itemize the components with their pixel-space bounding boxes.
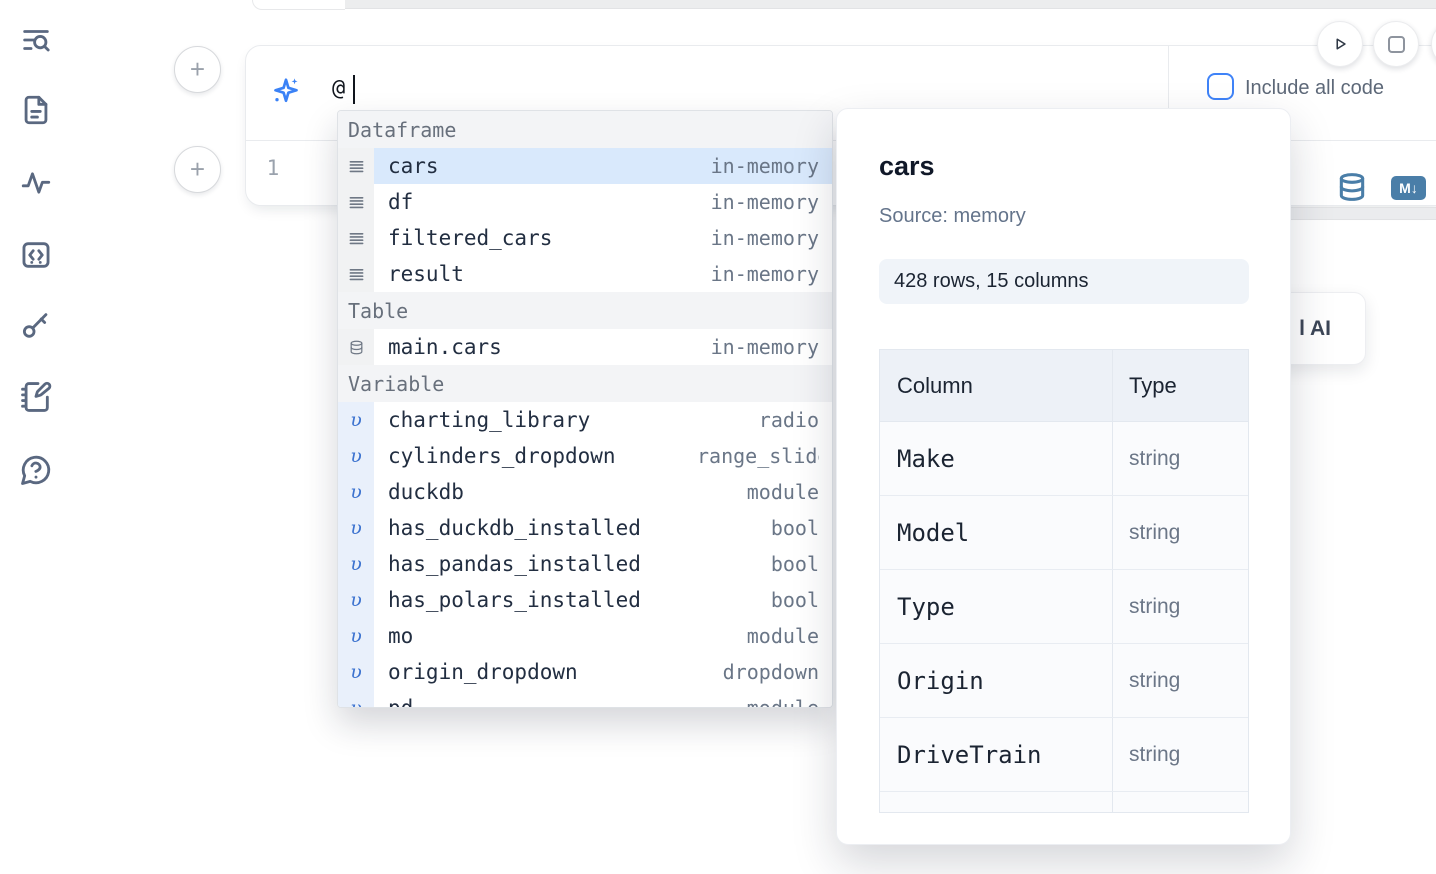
schema-header-type: Type [1129,372,1177,398]
variable-icon: υ [338,690,374,707]
line-number: 1 [266,156,280,180]
autocomplete-item-mo[interactable]: υ mo module [338,618,832,654]
add-cell-button-top[interactable]: + [174,46,221,93]
autocomplete-item-cylinders-dropdown[interactable]: υ cylinders_dropdown range_slider [338,438,832,474]
preview-source: Source: memory [879,205,1026,227]
previous-cell-console-strip [345,0,1436,9]
autocomplete-item-has-pandas-installed[interactable]: υ has_pandas_installed bool [338,546,832,582]
autocomplete-item-duckdb[interactable]: υ duckdb module [338,474,832,510]
rows-icon [338,256,374,292]
rows-icon [338,220,374,256]
variable-icon: υ [338,618,374,654]
include-all-code-label: Include all code [1245,77,1384,99]
add-cell-button-bottom[interactable]: + [174,146,221,193]
section-header-dataframe: Dataframe [338,111,832,148]
sparkles-icon [274,78,298,103]
schema-header-row: Column Type [880,350,1248,422]
variable-icon: υ [338,510,374,546]
generate-with-ai-label: l AI [1299,316,1331,340]
section-header-table: Table [338,292,832,329]
variable-icon: υ [338,654,374,690]
schema-row-drivetrain: DriveTrain string [880,718,1248,792]
help-bubble-icon[interactable] [19,453,53,487]
play-icon [1336,38,1346,50]
autocomplete-dropdown: Dataframe cars in-memory df in-memory fi… [337,110,833,708]
previous-cell-bottom-fragment [252,0,345,10]
shape-badge: 428 rows, 15 columns [879,259,1249,304]
autocomplete-item-charting-library[interactable]: υ charting_library radio [338,402,832,438]
schema-header-column: Column [880,350,1113,421]
schema-table: Column Type Make string Model string Typ… [879,349,1249,813]
variable-icon: υ [338,474,374,510]
rows-icon [338,184,374,220]
variable-icon: υ [338,438,374,474]
run-cell-button[interactable] [1317,21,1363,67]
autocomplete-item-has-polars-installed[interactable]: υ has_polars_installed bool [338,582,832,618]
ai-prompt-input[interactable]: @ [332,76,346,101]
autocomplete-item-has-duckdb-installed[interactable]: υ has_duckdb_installed bool [338,510,832,546]
schema-row-type: Type string [880,570,1248,644]
markdown-icon[interactable]: M↓ [1391,176,1426,200]
include-all-code-checkbox[interactable] [1207,73,1234,100]
autocomplete-item-partial[interactable]: υ pd module [338,690,832,707]
autocomplete-item-filtered-cars[interactable]: filtered_cars in-memory [338,220,832,256]
schema-row-origin: Origin string [880,644,1248,718]
stop-icon [1387,35,1405,53]
file-text-icon[interactable] [19,93,53,127]
autocomplete-item-main-cars[interactable]: main.cars in-memory [338,329,832,365]
schema-row-model: Model string [880,496,1248,570]
database-icon [338,329,374,365]
schema-row-partial [880,792,1248,812]
text-cursor [353,75,355,104]
activity-icon[interactable] [19,166,53,200]
code-snippets-icon[interactable] [19,238,53,272]
schema-row-make: Make string [880,422,1248,496]
variable-icon: υ [338,582,374,618]
autocomplete-item-cars[interactable]: cars in-memory [338,148,832,184]
variable-icon: υ [338,546,374,582]
key-icon[interactable] [19,308,53,342]
stop-button[interactable] [1373,21,1419,67]
dataframe-preview-panel: cars Source: memory 428 rows, 15 columns… [836,108,1291,845]
preview-title: cars [879,151,935,181]
autocomplete-item-result[interactable]: result in-memory [338,256,832,292]
autocomplete-item-df[interactable]: df in-memory [338,184,832,220]
datasource-icon[interactable] [1336,170,1368,204]
rows-icon [338,148,374,184]
divider [1168,46,1169,140]
variable-icon: υ [338,402,374,438]
autocomplete-item-origin-dropdown[interactable]: υ origin_dropdown dropdown [338,654,832,690]
section-header-variable: Variable [338,365,832,402]
cell-console-strip [1278,207,1436,220]
list-search-icon[interactable] [19,23,53,57]
notebook-edit-icon[interactable] [19,380,53,414]
